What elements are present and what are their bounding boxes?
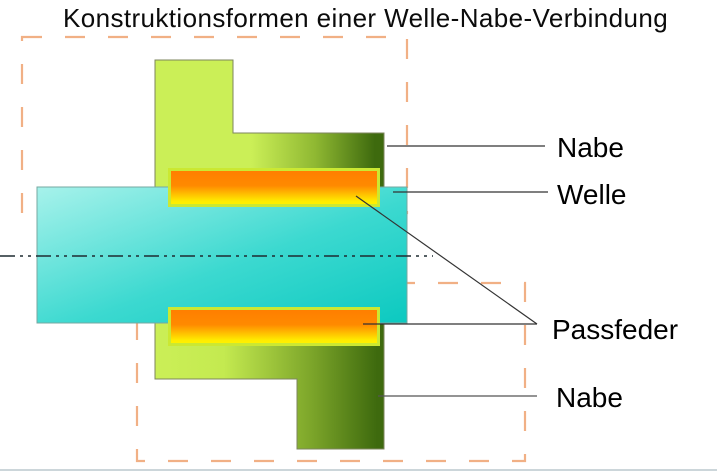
label-nabe-top: Nabe [557,132,624,163]
label-welle: Welle [557,179,627,210]
construction-box-upper [20,35,409,215]
construction-box-lower [135,281,527,463]
label-passfeder: Passfeder [552,314,679,345]
diagram-title: Konstruktionsformen einer Welle-Nabe-Ver… [63,3,669,33]
hub-upper-shape [154,59,385,188]
label-nabe-bottom: Nabe [556,382,623,413]
leader-passfeder-diagonal [355,195,538,325]
key-upper-shape [168,168,380,207]
page-bottom-rule [0,469,717,471]
shaft-shape [36,186,408,324]
key-lower-shape [168,307,380,346]
